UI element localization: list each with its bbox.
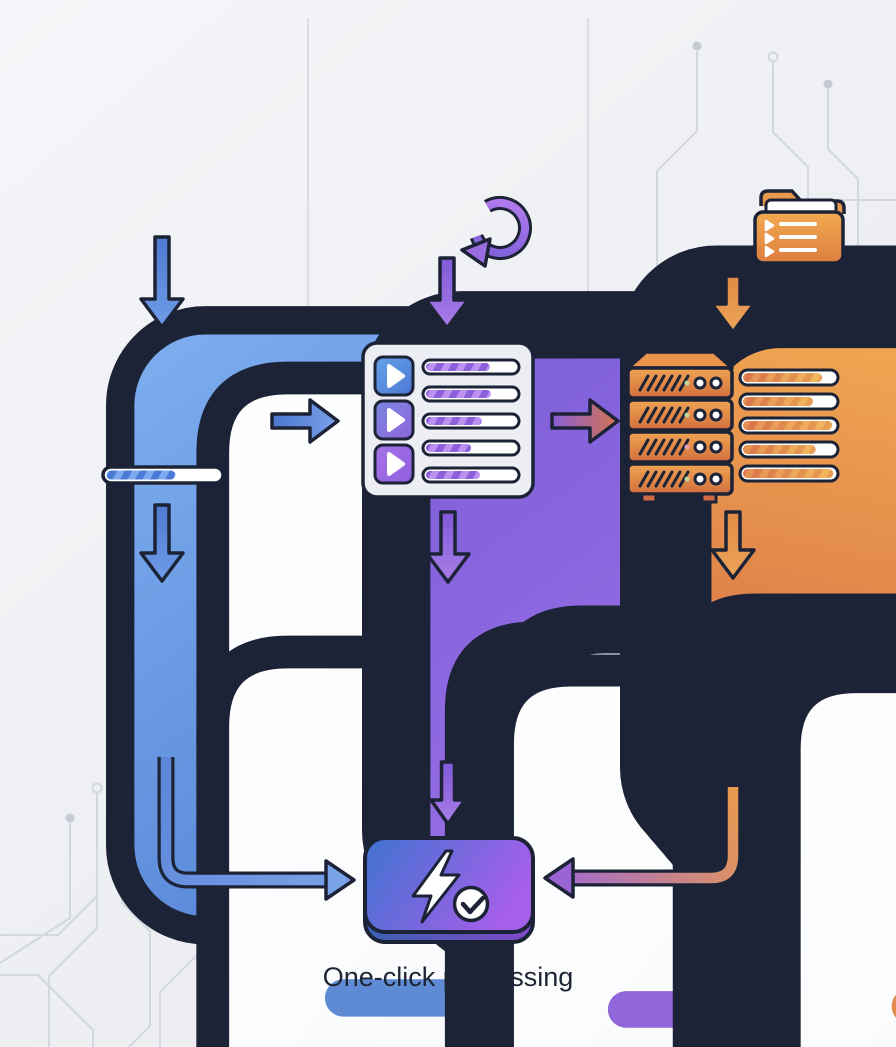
documents-grid-icon (685, 606, 896, 1047)
video-queue-panel-icon (361, 341, 535, 499)
column-single-video (101, 235, 896, 1047)
down-arrow-batch-1 (710, 274, 756, 334)
lightning-check-icon (411, 849, 490, 924)
refresh-icon (460, 196, 532, 268)
circuit-pattern-top-right (656, 41, 896, 331)
down-arrow-playlist-2 (425, 510, 471, 584)
down-arrow-single-2 (139, 503, 185, 583)
queue-thumbnail-3 (373, 443, 415, 485)
queue-thumbnail-2 (373, 399, 415, 441)
queue-progress-bars (421, 358, 521, 484)
server-progress-bars (738, 368, 840, 483)
column-batch (543, 189, 896, 1047)
right-arrow-single-to-playlist (270, 398, 340, 444)
down-arrow-single-1 (139, 235, 185, 329)
queue-thumbnail-1 (373, 355, 415, 397)
down-arrow-playlist-3 (429, 760, 467, 826)
transcribe-progress-fill (106, 470, 176, 480)
down-arrow-playlist-1 (424, 256, 470, 330)
right-arrow-playlist-to-batch (550, 398, 620, 444)
elbow-arrow-batch-to-button (543, 787, 742, 899)
server-rack-icon (626, 350, 734, 504)
one-click-processing-label: One-click processing (323, 962, 574, 992)
one-click-processing-button[interactable] (363, 836, 535, 944)
document-progress-icon (101, 376, 896, 1047)
down-arrow-batch-2 (710, 510, 756, 580)
playlist-folder-icon (753, 189, 846, 265)
column-playlist (361, 196, 896, 1047)
elbow-arrow-single-to-button (157, 757, 356, 901)
